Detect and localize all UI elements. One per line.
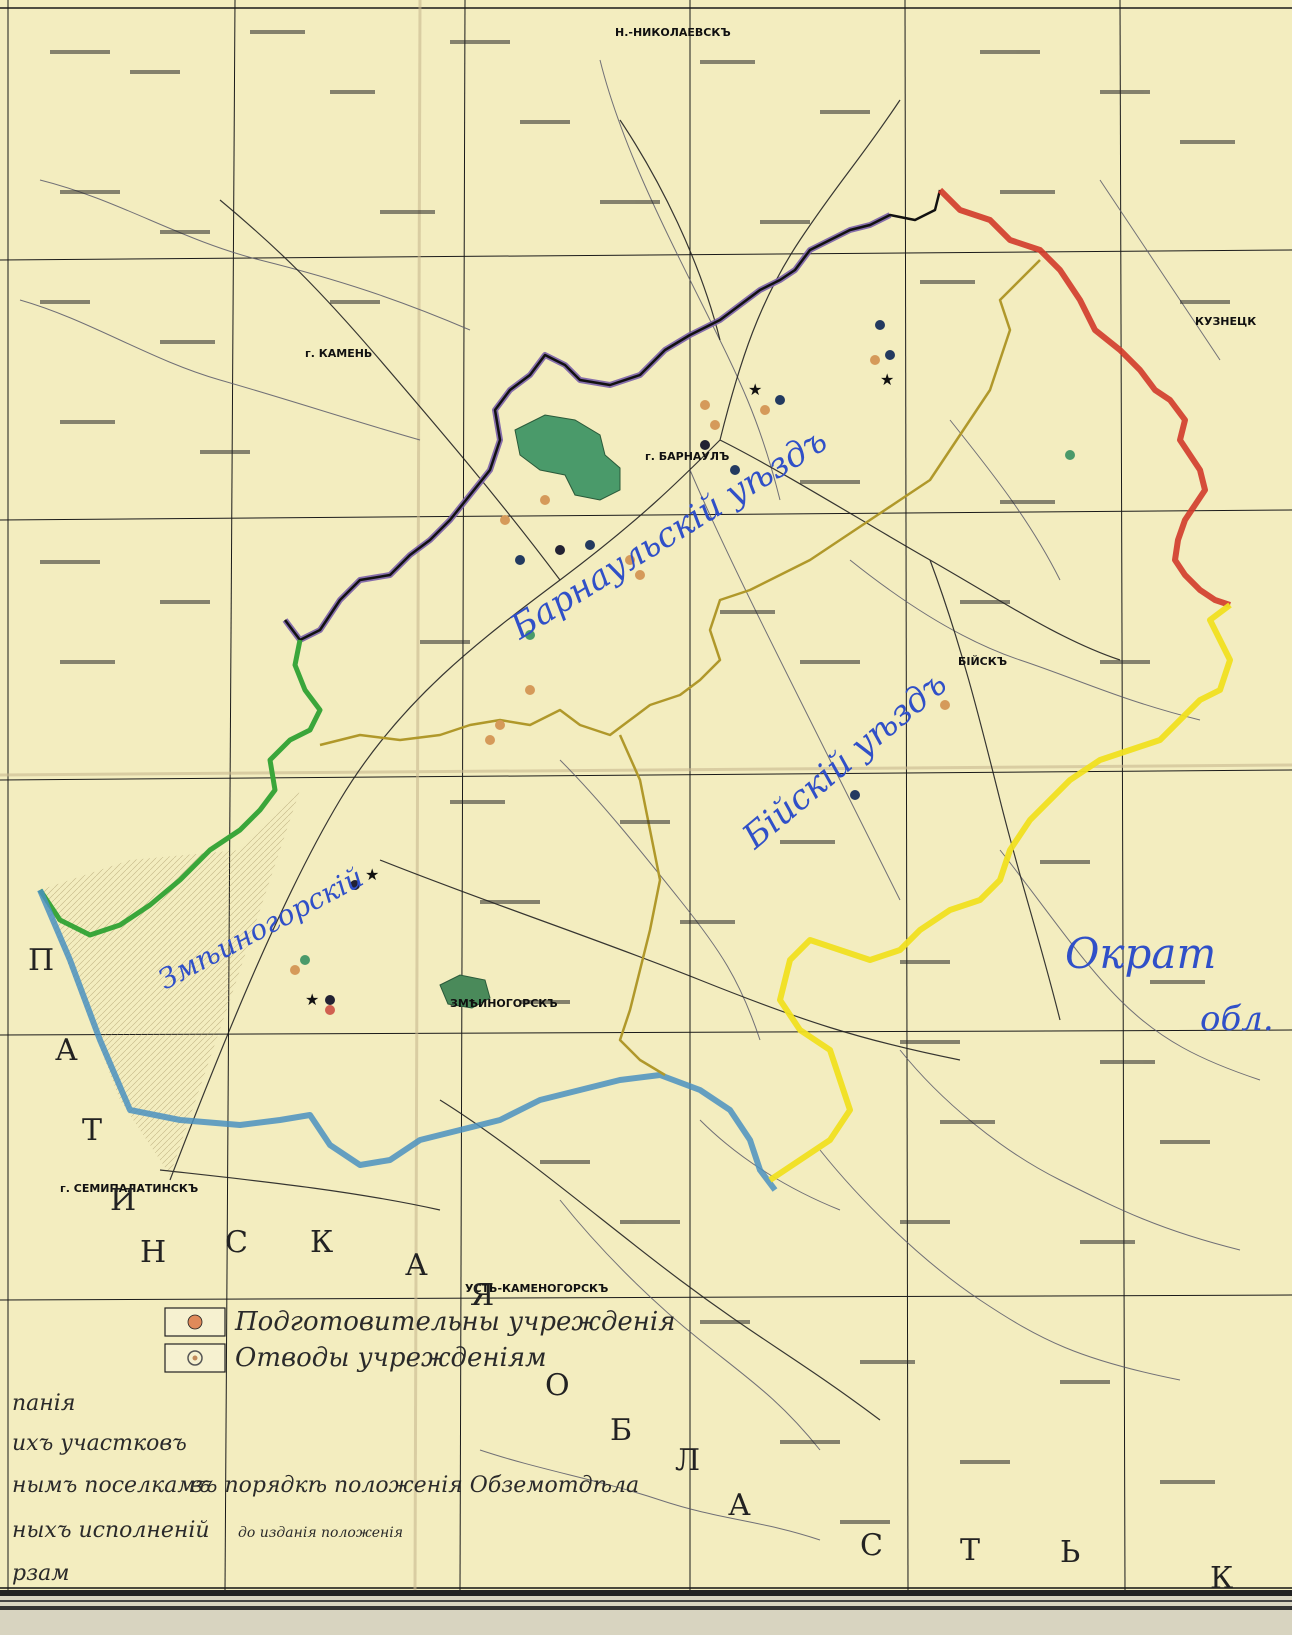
river-network — [19, 59, 1261, 1541]
crown-forest-areas — [439, 414, 621, 1009]
svg-text:С: С — [225, 1225, 248, 1260]
svg-text:А: А — [405, 1248, 428, 1283]
yellow-boundary — [768, 602, 1233, 1183]
black-boundary — [284, 189, 942, 642]
svg-text:до изданія положенія: до изданія положенія — [238, 1525, 403, 1541]
svg-text:С: С — [860, 1528, 883, 1563]
city-label-kamen: г. КАМЕНЬ — [305, 347, 372, 360]
blue-boundary — [37, 888, 778, 1192]
svg-text:панія: панія — [12, 1391, 75, 1416]
svg-text:★: ★ — [305, 990, 319, 1009]
svg-text:Н: Н — [140, 1235, 166, 1270]
svg-text:ныхъ исполненій: ныхъ исполненій — [12, 1518, 210, 1543]
svg-text:Я: Я — [470, 1278, 494, 1313]
minor-place-label-bars — [40, 30, 1235, 1524]
olive-boundary-south — [618, 734, 666, 1077]
svg-text:Л: Л — [675, 1443, 700, 1478]
legend-label-allotments: Отводы учрежденіям — [235, 1343, 547, 1373]
region-lettering: П А Т И Н С К А Я О Б Л А С Т Ь К — [28, 943, 1233, 1596]
svg-text:К: К — [1210, 1561, 1233, 1596]
svg-text:А: А — [55, 1033, 78, 1068]
svg-text:★: ★ — [365, 865, 379, 884]
svg-text:Т: Т — [82, 1113, 102, 1148]
svg-text:★: ★ — [880, 370, 894, 389]
svg-text:ихъ участковъ: ихъ участковъ — [12, 1431, 187, 1456]
svg-text:★: ★ — [748, 380, 762, 399]
settlement-markers: ★ ★ ★ ★ — [290, 320, 1075, 1015]
legend: Подготовительны учрежденія Отводы учрежд… — [164, 1307, 675, 1373]
road-network — [159, 99, 1121, 1421]
city-label-novonikolaevsk: Н.-НИКОЛАЕВСКЪ — [615, 26, 731, 39]
svg-text:въ порядкѣ положенія Обземотдѣ: въ порядкѣ положенія Обземотдѣла — [190, 1473, 639, 1498]
svg-text:О: О — [545, 1368, 570, 1403]
district-label-obl: обл. — [1200, 999, 1274, 1039]
city-label-biysk: БІЙСКЪ — [958, 655, 1007, 668]
graticule — [0, 0, 1292, 1591]
legend-label-preparatory: Подготовительны учрежденія — [234, 1307, 675, 1337]
svg-text:Ь: Ь — [1060, 1535, 1080, 1570]
legend-swatch-box — [164, 1307, 226, 1337]
olive-boundary — [319, 259, 1041, 747]
handwritten-notes: панія ихъ участковъ нымъ поселкамъ въ по… — [12, 1391, 639, 1586]
green-boundary — [37, 639, 323, 938]
svg-text:К: К — [310, 1225, 333, 1260]
city-label-barnaul: г. БАРНАУЛЪ — [645, 450, 729, 463]
svg-text:нымъ поселкамъ: нымъ поселкамъ — [12, 1473, 210, 1498]
district-label-okrat: Ократ — [1065, 929, 1216, 978]
city-labels: г. КАМЕНЬ г. БАРНАУЛЪ БІЙСКЪ ЗМѢИНОГОРСК… — [60, 26, 1256, 1295]
city-label-semipalatinsk: г. СЕМИПАЛАТИНСКЪ — [60, 1182, 198, 1195]
ring-dot-icon — [187, 1350, 203, 1366]
city-label-kuznetsk: КУЗНЕЦК — [1195, 315, 1256, 328]
svg-text:Б: Б — [610, 1413, 632, 1448]
city-label-ust-kamenogorsk: УСТЬ-КАМЕНОГОРСКЪ — [465, 1282, 608, 1295]
svg-text:П: П — [28, 943, 54, 978]
svg-text:Т: Т — [960, 1533, 980, 1568]
city-label-zmeinogorsk: ЗМѢИНОГОРСКЪ — [450, 997, 558, 1010]
svg-text:И: И — [110, 1183, 136, 1218]
svg-text:А: А — [728, 1488, 751, 1523]
red-boundary — [937, 187, 1231, 608]
frame-strip — [0, 1592, 1292, 1635]
orange-dot-icon — [187, 1314, 203, 1330]
svg-text:рзам: рзам — [12, 1561, 69, 1586]
